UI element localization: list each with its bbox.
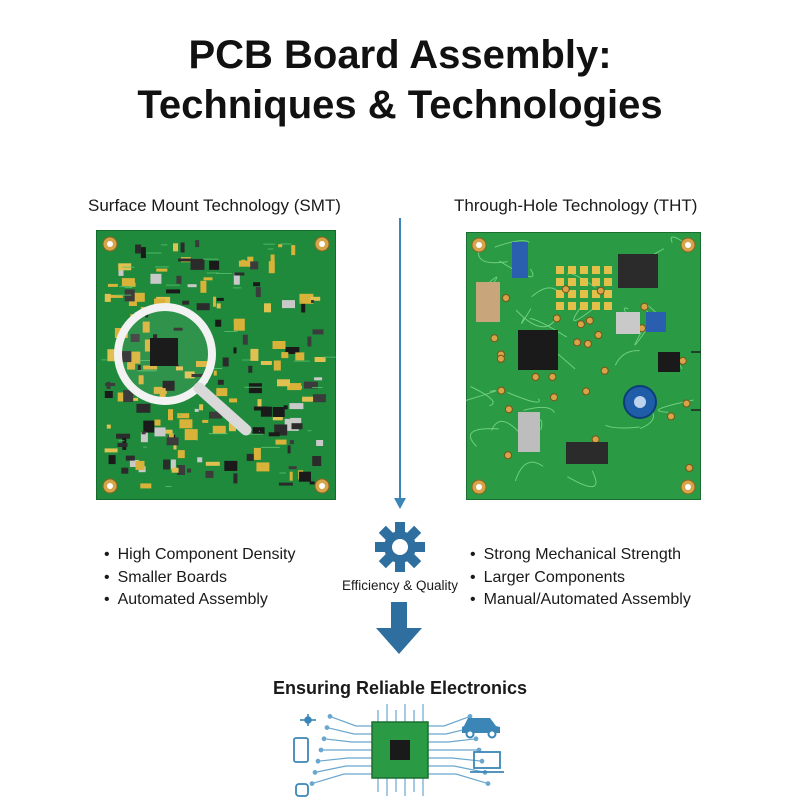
bottom-heading: Ensuring Reliable Electronics <box>272 678 528 698</box>
regulator-icon <box>618 254 658 288</box>
gear-icon <box>375 522 425 572</box>
laptop-icon <box>470 751 504 773</box>
center-divider <box>399 218 401 506</box>
smt-bullet-3: Automated Assembly <box>104 589 295 612</box>
car-icon <box>462 718 500 739</box>
magnifier-icon <box>114 303 252 436</box>
tht-bullet-3: Manual/Automated Assembly <box>470 589 691 612</box>
tht-board-image <box>466 232 701 500</box>
drone-icon <box>300 714 316 726</box>
smt-heading: Surface Mount Technology (SMT) <box>88 196 341 215</box>
smt-board-image <box>96 230 336 500</box>
ic-chip-icon <box>518 330 558 370</box>
page-title: PCB Board Assembly: Techniques & Technol… <box>0 30 800 130</box>
tht-bullet-2: Larger Components <box>470 567 691 590</box>
smartphone-icon <box>293 737 309 763</box>
arrow-down-icon <box>376 602 422 654</box>
arrow-down-small-icon <box>394 498 406 509</box>
tht-bullet-list: Strong Mechanical Strength Larger Compon… <box>470 544 691 612</box>
reliable-electronics-graphic <box>293 704 504 797</box>
smt-bullet-2: Smaller Boards <box>104 567 295 590</box>
efficiency-quality-label: Efficiency & Quality <box>342 578 459 593</box>
title-line-1: PCB Board Assembly: <box>188 33 612 77</box>
title-line-2: Techniques & Technologies <box>137 83 663 127</box>
tht-bullet-1: Strong Mechanical Strength <box>470 544 691 567</box>
smartwatch-icon <box>295 783 309 797</box>
tht-heading: Through-Hole Technology (THT) <box>454 196 698 215</box>
smt-bullet-list: High Component Density Smaller Boards Au… <box>104 544 296 612</box>
smt-bullet-1: High Component Density <box>104 544 296 567</box>
